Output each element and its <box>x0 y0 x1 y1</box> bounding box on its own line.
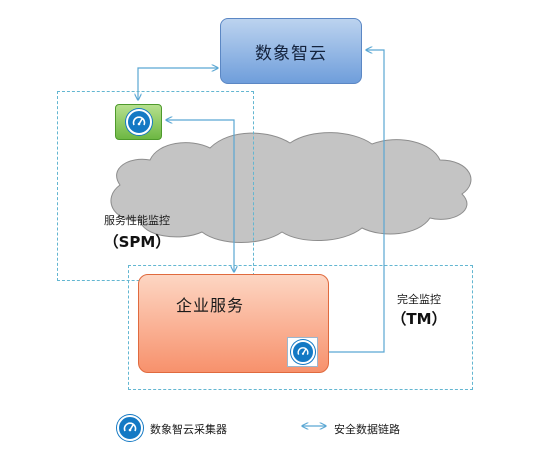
legend-collector-icon <box>117 415 143 441</box>
enterprise-service-label: 企业服务 <box>175 296 244 315</box>
tm-collector-node <box>287 337 318 367</box>
link-agent-to-cloud <box>138 68 218 100</box>
cloud-service-node: 数象智云 <box>220 18 362 84</box>
legend-link-label: 安全数据链路 <box>334 423 400 436</box>
gauge-icon <box>117 415 143 441</box>
spm-zone-label: 服务性能监控 <box>104 214 170 227</box>
spm-collector-node <box>115 104 162 140</box>
tm-zone-abbr: （TM） <box>391 310 447 328</box>
legend-collector-label: 数象智云采集器 <box>150 423 227 436</box>
spm-zone-abbr: （SPM） <box>103 233 171 251</box>
link-cloud-to-tm-agent <box>321 50 385 352</box>
gauge-icon <box>125 109 152 135</box>
link-agent-to-enterprise <box>166 120 234 272</box>
cloud-service-label: 数象智云 <box>255 43 327 64</box>
tm-zone-label: 完全监控 <box>397 293 441 306</box>
tm-zone <box>128 265 473 390</box>
gauge-icon <box>290 340 315 364</box>
